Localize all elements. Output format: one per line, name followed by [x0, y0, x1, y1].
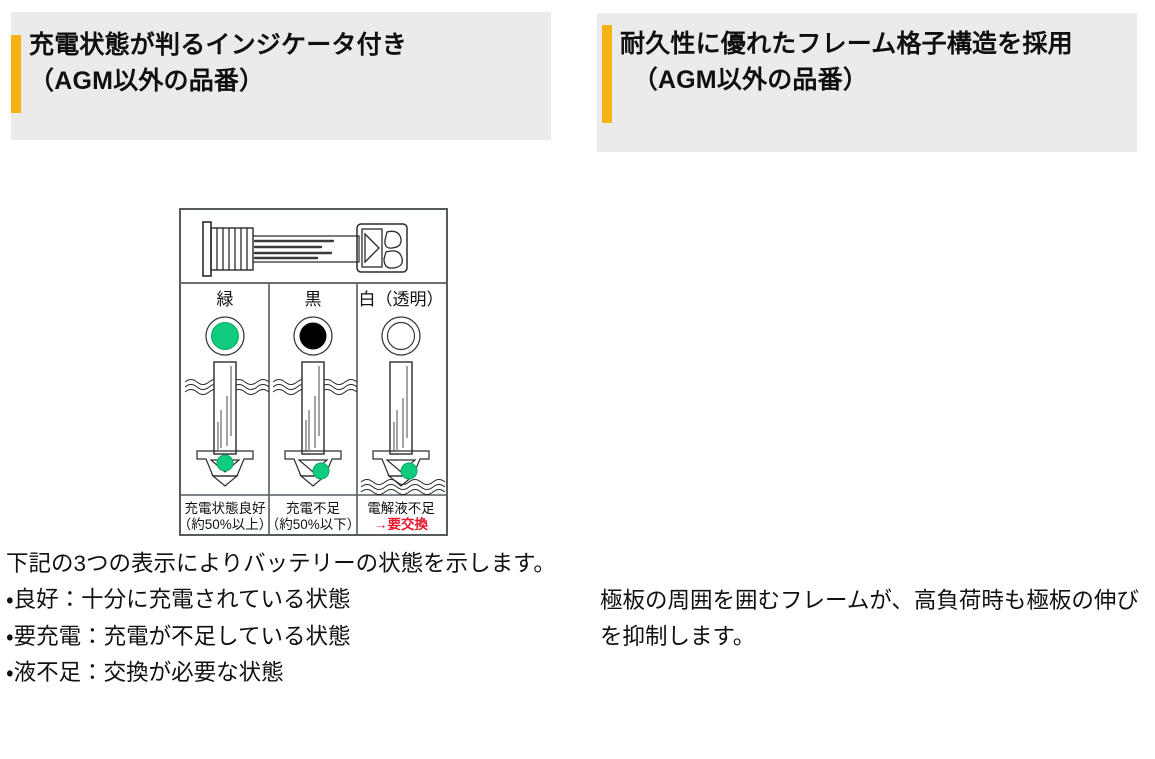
left-panel: 充電状態が判るインジケータ付き （AGM以外の品番） [6, 12, 556, 686]
right-header-title: 耐久性に優れたフレーム格子構造を採用 （AGM以外の品番） [620, 30, 1073, 94]
left-accent-bar [11, 35, 21, 113]
status-alert-white: →要交換 [374, 516, 428, 532]
left-header-title: 充電状態が判るインジケータ付き （AGM以外の品番） [29, 31, 408, 95]
status-line-1-green: 充電状態良好 [185, 501, 266, 516]
right-accent-bar [602, 25, 612, 123]
svg-text:黒: 黒 [305, 290, 322, 309]
left-header-band [11, 12, 551, 140]
indicator-plug-illustration [202, 221, 408, 277]
status-line-2-black: （約50%以下） [266, 517, 361, 532]
left-body-text: 下記の3つの表示によりバッテリーの状態を示します。 ・良好：十分に充電されている… [6, 551, 556, 686]
right-header-band [597, 13, 1137, 152]
status-line-1-white: 電解液不足 [367, 501, 435, 516]
status-line-2-green: （約50%以上） [181, 517, 272, 532]
indicator-column-green: 緑 [181, 290, 272, 532]
battery-indicator-diagram: 緑 [179, 208, 448, 536]
right-body-text: 極板の周囲を囲むフレームが、高負荷時も極板の伸びを抑制します。 [600, 588, 1139, 650]
indicator-column-black: 黒 充電不足 [266, 290, 361, 532]
right-panel: 耐久性に優れたフレーム格子構造を採用 （AGM以外の品番） [590, 0, 1155, 759]
svg-text:白（透明）: 白（透明） [359, 290, 444, 309]
status-line-1-black: 充電不足 [286, 501, 340, 516]
indicator-column-white: 白（透明） [359, 290, 446, 532]
svg-text:緑: 緑 [217, 290, 234, 309]
